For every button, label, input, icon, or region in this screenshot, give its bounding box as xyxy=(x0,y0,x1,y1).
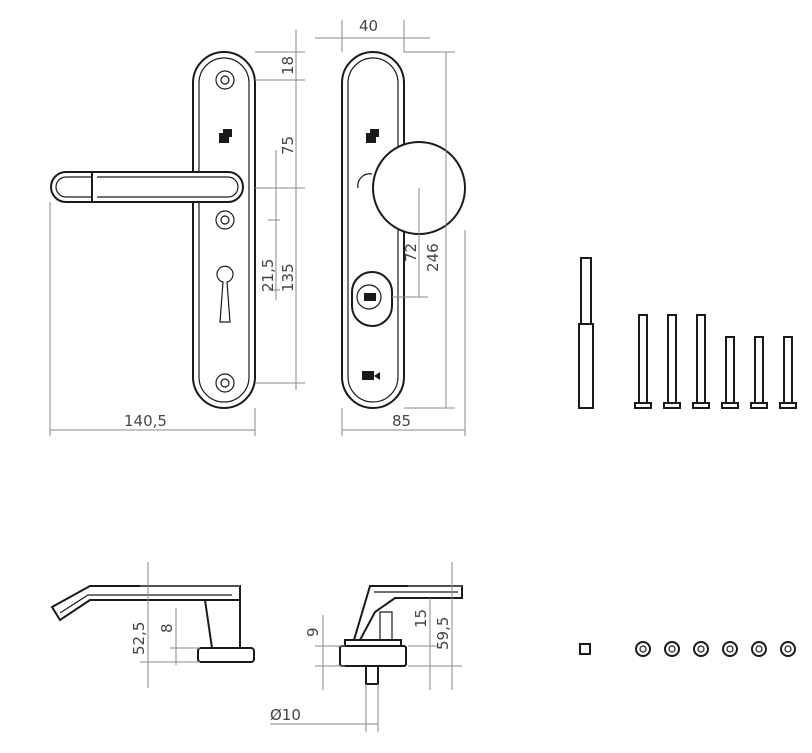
screw-head-5 xyxy=(751,641,767,657)
screw-head-3 xyxy=(693,641,709,657)
side-view-knob xyxy=(339,585,463,685)
thumbturn xyxy=(364,293,376,301)
lock-icon-top xyxy=(219,129,232,143)
knob-shaft xyxy=(357,173,373,189)
screws-long xyxy=(634,314,710,409)
dim-18: 18 xyxy=(279,56,297,75)
screw-heads-end xyxy=(635,641,796,657)
lever-backplate xyxy=(192,51,256,409)
lever-backplate-inner xyxy=(198,57,250,403)
front-view-knob xyxy=(341,51,466,409)
mid-screw-hole-inner xyxy=(220,215,230,225)
dim-72: 72 xyxy=(402,243,420,262)
dim-135: 135 xyxy=(279,263,297,292)
top-screw-hole-inner xyxy=(220,75,230,85)
lever-arm xyxy=(91,171,244,203)
dim-diameter-10: Ø10 xyxy=(270,706,301,724)
screw-long-1 xyxy=(638,314,648,404)
dim-52-5: 52,5 xyxy=(130,622,148,655)
keyhole xyxy=(216,265,234,323)
dim-85: 85 xyxy=(392,412,411,430)
front-view-lever xyxy=(50,51,256,409)
mid-screw-hole xyxy=(215,210,235,230)
dim-59-5: 59,5 xyxy=(434,617,452,650)
knob-view-dimensions xyxy=(315,20,466,436)
top-screw-hole xyxy=(215,70,235,90)
dim-40: 40 xyxy=(359,17,378,35)
unlock-icon-bottom xyxy=(362,371,380,380)
screw-head-1 xyxy=(635,641,651,657)
dim-8: 8 xyxy=(158,623,176,633)
screw-long-3 xyxy=(696,314,706,404)
dim-21-5: 21,5 xyxy=(259,259,277,292)
dim-75: 75 xyxy=(279,136,297,155)
side-view-lever-dimensions xyxy=(140,562,240,688)
front-view-dimensions xyxy=(49,30,305,436)
dim-15: 15 xyxy=(412,609,430,628)
screw-head-4 xyxy=(722,641,738,657)
knob-backplate xyxy=(341,51,405,409)
spindle-end xyxy=(579,643,591,655)
spindle-side xyxy=(578,257,594,409)
side-view-lever xyxy=(50,585,255,663)
bottom-screw-hole xyxy=(215,373,235,393)
knob-side-spindle xyxy=(365,665,379,685)
screws-short xyxy=(721,336,797,409)
knob-side-rose xyxy=(339,645,407,667)
lever-tip-inner xyxy=(55,176,92,198)
dim-9: 9 xyxy=(304,627,322,637)
screw-long-2 xyxy=(667,314,677,404)
lever-side-rose xyxy=(197,647,255,663)
screw-head-6 xyxy=(780,641,796,657)
lock-icon-knob-top xyxy=(366,129,379,143)
knob-side-neck xyxy=(379,611,393,641)
screw-short-1 xyxy=(725,336,735,404)
lever-tip xyxy=(50,171,93,203)
side-view-knob-dimensions xyxy=(270,562,462,732)
screw-short-3 xyxy=(783,336,793,404)
cylinder-rose xyxy=(356,284,382,310)
screw-head-2 xyxy=(664,641,680,657)
bottom-screw-hole-inner xyxy=(220,378,230,388)
screw-short-2 xyxy=(754,336,764,404)
lever-side-arm-inner xyxy=(59,594,232,614)
lever-arm-inner xyxy=(97,176,239,198)
dim-140-5: 140,5 xyxy=(124,412,167,430)
dim-246: 246 xyxy=(424,243,442,272)
lever-side-neck xyxy=(203,599,241,649)
